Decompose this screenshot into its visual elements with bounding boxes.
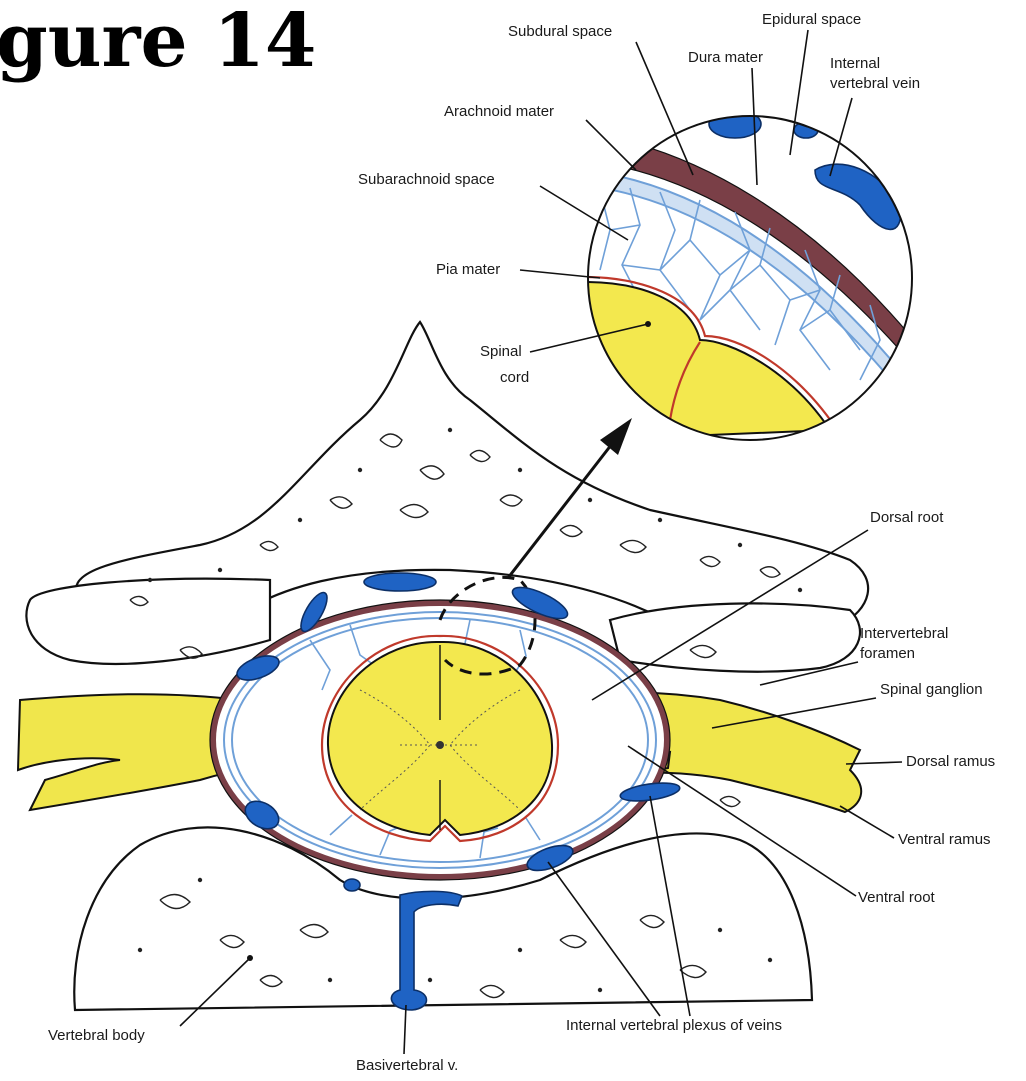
label-spinal-ganglion: Spinal ganglion xyxy=(880,681,983,698)
label-ventral-ramus: Ventral ramus xyxy=(898,831,991,848)
label-arachnoid-mater: Arachnoid mater xyxy=(444,103,554,120)
zoom-arrowhead xyxy=(600,418,632,455)
label-internal-vertebral-vein-2: vertebral vein xyxy=(830,75,920,92)
label-internal-vertebral-plexus: Internal vertebral plexus of veins xyxy=(566,1017,782,1034)
label-spinal-cord-2: cord xyxy=(500,369,529,386)
label-subarachnoid-space: Subarachnoid space xyxy=(358,171,495,188)
label-spinal-cord-1: Spinal xyxy=(480,343,522,360)
right-transverse-process xyxy=(610,603,860,671)
magnified-inset xyxy=(560,110,930,440)
label-intervertebral-foramen-1: Intervertebral xyxy=(860,625,948,642)
label-vertebral-body: Vertebral body xyxy=(48,1027,145,1044)
label-dorsal-ramus: Dorsal ramus xyxy=(906,753,995,770)
label-internal-vertebral-vein-1: Internal xyxy=(830,55,880,72)
figure-title: gure 14 xyxy=(0,0,316,84)
label-epidural-space: Epidural space xyxy=(762,11,861,28)
label-ventral-root: Ventral root xyxy=(858,889,936,906)
left-transverse-process xyxy=(26,579,270,664)
label-intervertebral-foramen-2: foramen xyxy=(860,645,915,662)
label-basivertebral-v: Basivertebral v. xyxy=(356,1057,458,1074)
label-dura-mater: Dura mater xyxy=(688,49,763,66)
label-dorsal-root: Dorsal root xyxy=(870,509,944,526)
label-pia-mater: Pia mater xyxy=(436,261,500,278)
label-subdural-space: Subdural space xyxy=(508,23,612,40)
